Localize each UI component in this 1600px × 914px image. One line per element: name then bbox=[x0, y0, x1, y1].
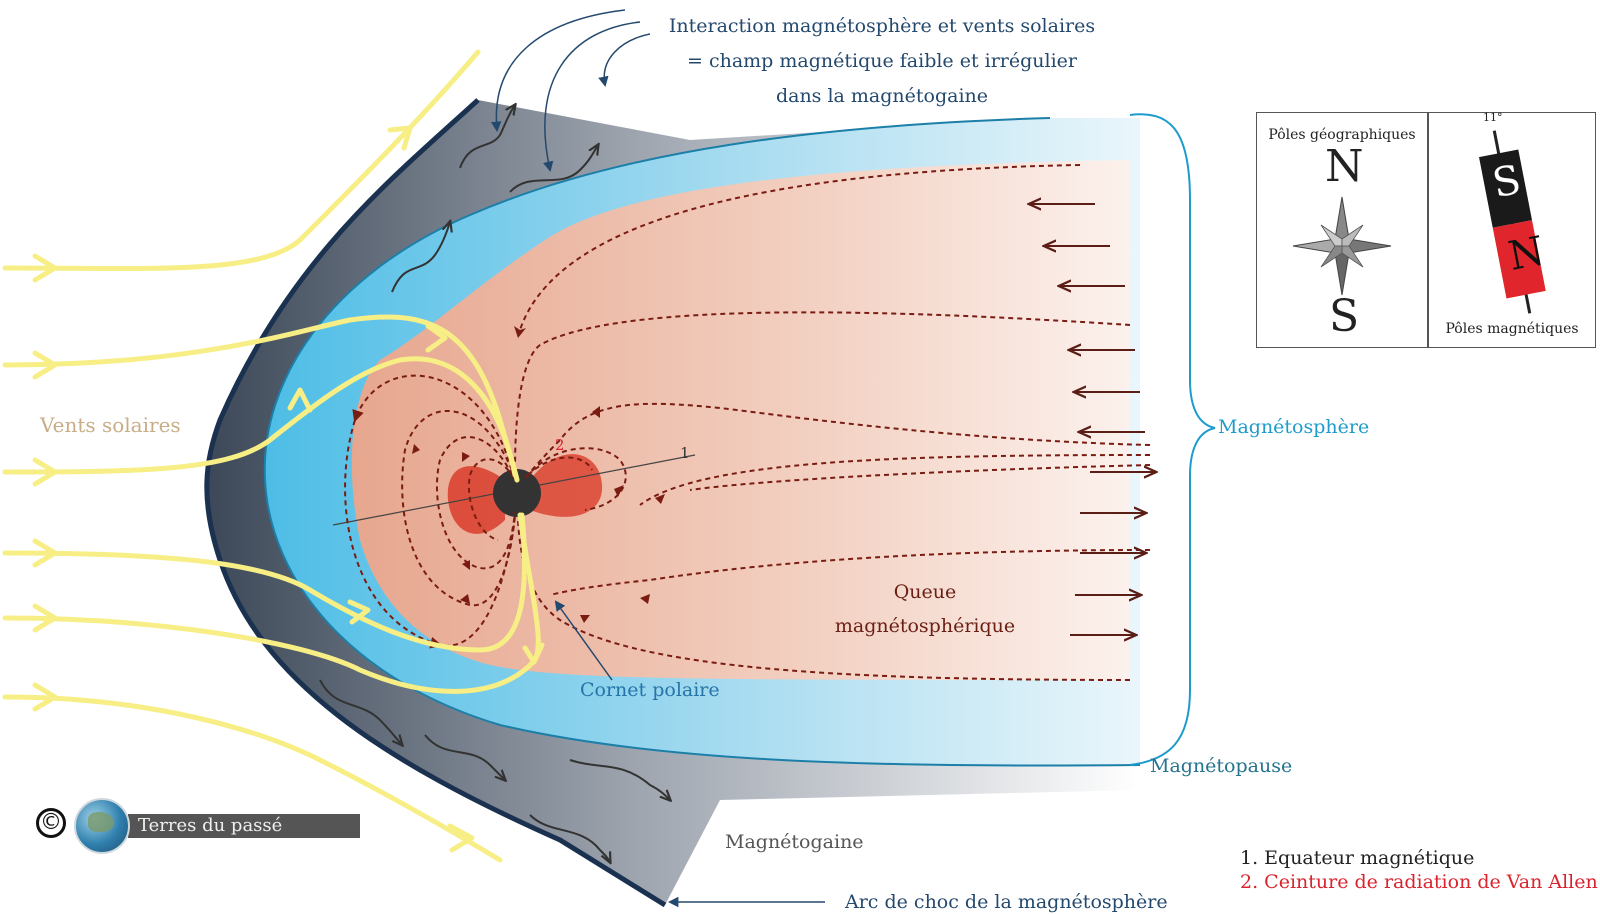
solar-wind-arrowhead bbox=[32, 350, 58, 380]
solar-wind-line bbox=[2, 356, 518, 478]
magnet-north-half bbox=[1492, 220, 1546, 299]
solar-wind-arrowhead bbox=[447, 823, 475, 853]
interaction-label-line3: dans la magnétogaine bbox=[776, 85, 988, 107]
field-line bbox=[401, 409, 516, 607]
wavy-arrow bbox=[569, 759, 670, 800]
numbered-notes: 1. Equateur magnétique 2. Ceinture de ra… bbox=[1240, 846, 1598, 894]
field-line bbox=[527, 456, 593, 476]
interaction-pointers bbox=[490, 9, 651, 173]
bar-magnet-icon bbox=[1479, 130, 1546, 314]
wavy-arrow bbox=[319, 679, 402, 745]
magnetotail-region bbox=[351, 160, 1130, 680]
mag-angle-label: 11° bbox=[1483, 111, 1503, 124]
cornet-polaire-pointer bbox=[554, 600, 613, 681]
magnetopause-line bbox=[263, 117, 1141, 767]
van-allen-belt-left bbox=[447, 466, 505, 534]
solar-wind-arrowhead bbox=[32, 253, 58, 283]
terres-du-passe-logo: © Terres du passé bbox=[36, 798, 360, 858]
solar-wind-arrowhead bbox=[425, 323, 448, 353]
equator-marker: 1 bbox=[680, 444, 690, 462]
field-arrow bbox=[640, 594, 650, 604]
cornet-polaire-label: Cornet polaire bbox=[580, 679, 720, 701]
solar-wind-line bbox=[2, 49, 481, 272]
field-arrow bbox=[580, 615, 590, 623]
solar-wind-lines bbox=[2, 49, 541, 863]
solar-wind-line bbox=[2, 694, 503, 863]
field-line bbox=[436, 436, 516, 570]
field-arrow bbox=[462, 560, 470, 570]
vents-solaires-label: Vents solaires bbox=[39, 413, 181, 437]
sheath-turbulence-arrows bbox=[319, 105, 670, 862]
bow-shock-line bbox=[204, 98, 667, 908]
solar-wind-arrowhead bbox=[287, 387, 313, 413]
solar-wind-arrowheads bbox=[32, 125, 545, 853]
field-arrow bbox=[460, 594, 470, 604]
interaction-label-line1: Interaction magnétosphère et vents solai… bbox=[669, 15, 1095, 37]
wavy-arrow bbox=[459, 105, 515, 169]
van-allen-belt-right bbox=[530, 454, 603, 517]
solar-wind-arrowhead bbox=[522, 642, 545, 665]
compass-rose-icon bbox=[1292, 196, 1392, 296]
interaction-label-line2: = champ magnétique faible et irrégulier bbox=[687, 50, 1078, 72]
field-line bbox=[514, 311, 1131, 471]
field-arrow bbox=[514, 326, 526, 338]
magnetogaine-label: Magnétogaine bbox=[725, 831, 864, 853]
field-line bbox=[689, 464, 1151, 491]
magnet-south-half bbox=[1479, 149, 1533, 228]
magnetopause-label: Magnétopause bbox=[1150, 755, 1292, 777]
copyright-icon: © bbox=[36, 808, 66, 838]
earth bbox=[493, 469, 541, 517]
mag-poles-title: Pôles magnétiques bbox=[1445, 321, 1579, 337]
belt-marker: 2 bbox=[555, 436, 565, 454]
field-arrow bbox=[655, 494, 665, 504]
field-arrow bbox=[412, 444, 420, 454]
field-arrow bbox=[614, 485, 624, 497]
pointer-line bbox=[543, 21, 641, 173]
field-line bbox=[344, 374, 516, 649]
arc-de-choc-label: Arc de choc de la magnétosphère bbox=[844, 891, 1168, 913]
legend-box: Pôles géographiques N S 11° S N Pôles ma… bbox=[1256, 111, 1596, 348]
wavy-arrow bbox=[509, 145, 598, 193]
geo-poles-title: Pôles géographiques bbox=[1268, 127, 1416, 143]
note-equator: 1. Equateur magnétique bbox=[1240, 847, 1475, 869]
solar-wind-arrowhead bbox=[32, 538, 58, 568]
field-line bbox=[524, 402, 1151, 479]
closed-field-lines bbox=[344, 164, 1151, 681]
queue-label-line2: magnétosphérique bbox=[835, 615, 1015, 637]
geo-south-letter: S bbox=[1329, 291, 1360, 342]
solar-wind-arrowhead bbox=[347, 599, 371, 625]
legend-divider bbox=[1427, 113, 1429, 347]
wavy-arrow bbox=[424, 734, 505, 780]
globe-icon bbox=[74, 798, 130, 854]
field-arrow bbox=[592, 406, 600, 418]
field-line bbox=[639, 454, 1151, 506]
solar-wind-arrowhead bbox=[32, 682, 58, 712]
pointer-line bbox=[598, 33, 651, 88]
solar-wind-arrowhead bbox=[32, 457, 58, 487]
solar-wind-arrowhead bbox=[32, 603, 58, 633]
solar-wind-line bbox=[2, 512, 528, 653]
field-line-arrows bbox=[412, 326, 665, 623]
field-line bbox=[519, 164, 1081, 331]
magnetosphere-label: Magnétosphère bbox=[1218, 416, 1369, 438]
wavy-arrow bbox=[391, 222, 450, 293]
pointer-line bbox=[490, 9, 626, 133]
magnetosphere-brace bbox=[1129, 113, 1216, 766]
field-arrow bbox=[462, 452, 470, 462]
queue-label-line1: Queue bbox=[894, 581, 957, 603]
tail-arrows bbox=[1030, 204, 1155, 635]
field-line bbox=[468, 458, 515, 541]
note-van-allen: 2. Ceinture de radiation de Van Allen bbox=[1240, 871, 1598, 893]
solar-wind-arrowhead bbox=[387, 125, 413, 151]
brand-bar: Terres du passé bbox=[128, 814, 360, 838]
solar-wind-line bbox=[2, 512, 541, 694]
compass-point bbox=[1320, 245, 1343, 268]
wavy-arrow bbox=[529, 814, 610, 862]
geo-north-letter: N bbox=[1325, 141, 1364, 192]
